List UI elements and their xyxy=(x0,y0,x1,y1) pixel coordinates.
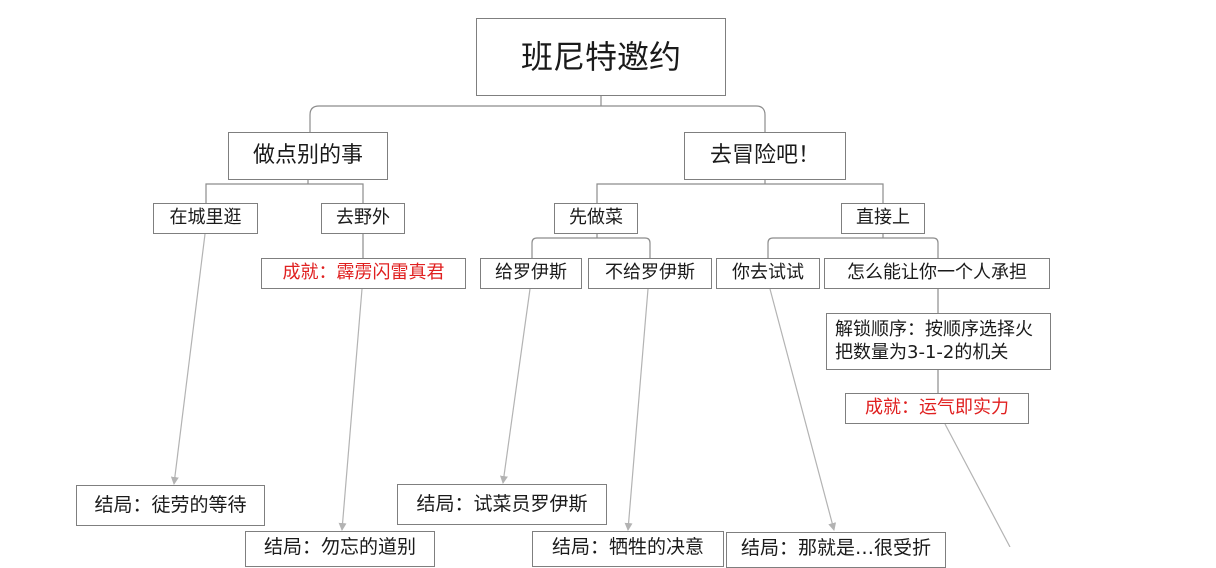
arrow-nogive-to-ending xyxy=(624,288,649,531)
achievement-thunder-node: 成就：霹雳闪雷真君 xyxy=(261,258,466,289)
unlock-order-note: 解锁顺序：按顺序选择火把数量为3-1-2的机关 xyxy=(826,313,1051,370)
connector-layer xyxy=(170,96,1011,547)
option-cook-first: 先做菜 xyxy=(554,203,638,234)
ending-farewell: 结局：勿忘的道别 xyxy=(245,531,435,567)
connector-root-to-branches xyxy=(309,96,766,132)
ending-futile-wait: 结局：徒劳的等待 xyxy=(76,485,265,526)
root-node: 班尼特邀约 xyxy=(476,18,726,96)
connector-adventure-to-children xyxy=(596,180,884,203)
branch-go-adventure: 去冒险吧！ xyxy=(684,132,846,180)
option-go-wild: 去野外 xyxy=(321,203,405,234)
option-stroll-city: 在城里逛 xyxy=(153,203,258,234)
branch-do-something-else: 做点别的事 xyxy=(228,132,388,180)
option-you-try: 你去试试 xyxy=(716,258,820,289)
connector-cook-to-children xyxy=(531,234,651,258)
option-not-give-royce: 不给罗伊斯 xyxy=(588,258,712,289)
arrow-city-to-ending xyxy=(170,233,206,485)
ending-sacrifice: 结局：牺牲的决意 xyxy=(532,531,724,567)
arrow-give-to-ending xyxy=(500,288,531,484)
arrow-you-to-ending xyxy=(769,288,837,531)
achievement-luck-node: 成就：运气即实力 xyxy=(845,393,1029,424)
option-give-royce: 给罗伊斯 xyxy=(480,258,582,289)
connector-direct-to-children xyxy=(767,234,939,258)
ending-you-try: 结局：那就是…很受折 xyxy=(726,532,946,568)
ending-taster-royce: 结局：试菜员罗伊斯 xyxy=(397,484,607,525)
line-achievement-luck-down xyxy=(944,423,1011,547)
connector-other-to-children xyxy=(205,180,364,203)
arrow-wild-to-ending xyxy=(338,288,363,531)
option-go-directly: 直接上 xyxy=(841,203,925,234)
option-share-burden: 怎么能让你一个人承担 xyxy=(824,258,1050,289)
